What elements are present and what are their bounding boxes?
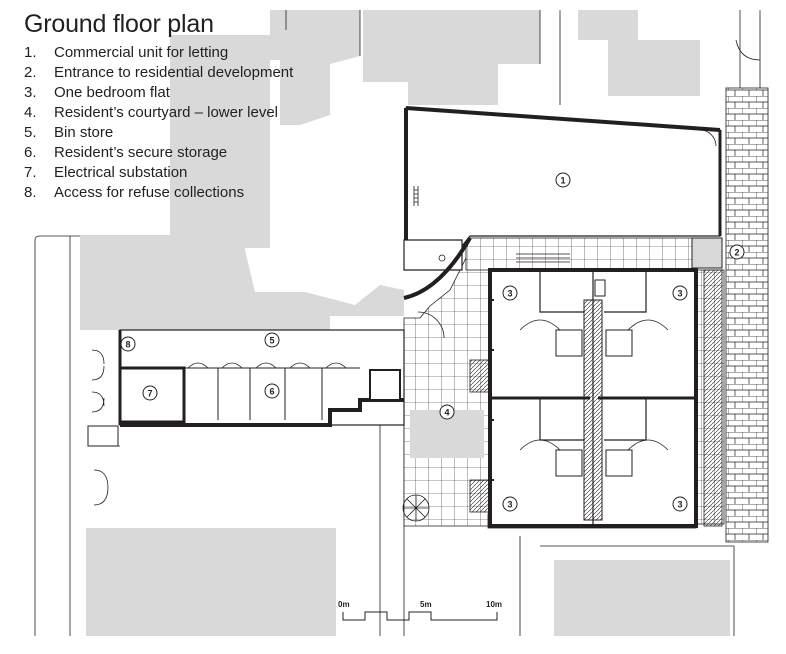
brick-pavement (725, 87, 769, 543)
svg-text:5: 5 (269, 336, 274, 346)
tag-flat-bottom-right: 3 (672, 496, 688, 512)
tag-secure-storage: 6 (264, 383, 280, 399)
svg-text:6: 6 (269, 387, 274, 397)
legend-item: 4.Resident’s courtyard – lower level (24, 104, 278, 121)
tag-flat-top-right: 3 (672, 285, 688, 301)
plan-tags: 1 2 3 3 3 3 4 5 (120, 172, 745, 512)
tag-substation: 7 (142, 385, 158, 401)
svg-text:1: 1 (560, 176, 565, 186)
svg-text:4: 4 (444, 408, 449, 418)
scale-label-10: 10m (486, 600, 502, 609)
bin-store-block (87, 329, 405, 506)
scale-bar: 0m 5m 10m (338, 600, 502, 621)
svg-text:7: 7 (147, 389, 152, 399)
legend-item: 6.Resident’s secure storage (24, 144, 228, 161)
tag-refuse-access: 8 (120, 336, 136, 352)
residential-block (469, 253, 723, 528)
legend-item: 8.Access for refuse collections (24, 184, 245, 201)
entrance-gate (691, 237, 723, 269)
planter (402, 494, 430, 522)
neighbouring-buildings (80, 10, 730, 636)
tag-courtyard: 4 (439, 404, 455, 420)
tag-flat-bottom-left: 3 (502, 496, 518, 512)
legend-item: 2.Entrance to residential development (24, 64, 294, 81)
legend: 1.Commercial unit for letting 2.Entrance… (24, 43, 293, 203)
svg-text:8: 8 (125, 340, 130, 350)
scale-label-0: 0m (338, 600, 350, 609)
svg-text:3: 3 (677, 500, 682, 510)
scale-label-5: 5m (420, 600, 432, 609)
svg-text:3: 3 (677, 289, 682, 299)
context-lines (34, 10, 761, 636)
svg-text:3: 3 (507, 500, 512, 510)
entrance-curve (403, 237, 472, 300)
legend-item: 7.Electrical substation (24, 164, 188, 181)
tag-flat-top-left: 3 (502, 285, 518, 301)
legend-item: 3.One bedroom flat (24, 84, 170, 101)
tag-commercial-unit: 1 (555, 172, 571, 188)
tag-entrance: 2 (729, 244, 745, 260)
page-title: Ground floor plan (24, 10, 214, 38)
svg-text:2: 2 (734, 248, 739, 258)
tag-bin-store: 5 (264, 332, 280, 348)
legend-item: 5.Bin store (24, 124, 114, 141)
svg-text:3: 3 (507, 289, 512, 299)
legend-item: 1.Commercial unit for letting (24, 44, 229, 61)
